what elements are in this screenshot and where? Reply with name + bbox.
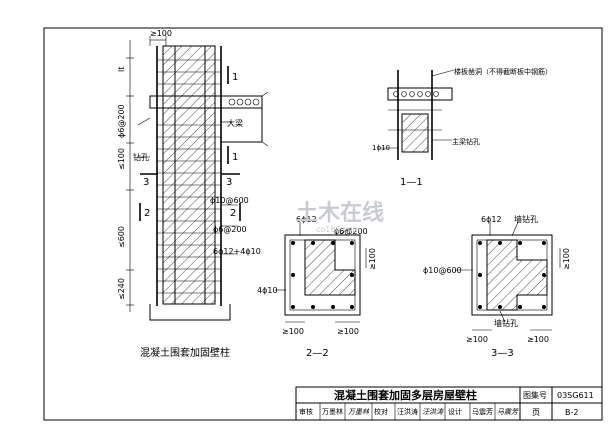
elev-top-dim: ≥100	[150, 29, 172, 38]
tb-reviewer-sig: 万墨林	[348, 408, 370, 416]
sec22-column-hatch	[304, 239, 356, 296]
elev-le600: ≤600	[117, 226, 126, 248]
elev-phi6-200b: ϕ6@200	[213, 225, 247, 234]
elevation-caption: 混凝土围套加固壁柱	[140, 346, 230, 359]
elev-lt: lt	[117, 67, 126, 72]
section-2-2: 6ϕ12 ϕ6@200 4ϕ10 ≥100 ≥100 ≥100 2—2	[257, 215, 377, 359]
watermark-url: co188.com	[316, 225, 360, 234]
tb-page-label: 页	[532, 408, 540, 417]
sec22-jacket	[284, 234, 361, 316]
section-1-1-caption: 1—1	[400, 177, 423, 188]
elev-sec-2a: 2	[144, 208, 150, 219]
tb-atlas-label: 图集号	[523, 390, 547, 400]
tb-reviewer-label: 审核	[299, 407, 313, 416]
title-block: 混凝土围套加固多层房屋壁柱 图集号 03SG611 审核 万墨林 万墨林 校对 …	[295, 386, 603, 421]
sec33-ge100-b: ≥100	[527, 335, 549, 344]
elev-sec-3a: 3	[143, 177, 149, 188]
tb-designer-label: 设计	[448, 407, 462, 416]
elev-6phi12-4phi10: 6ϕ12+4ϕ10	[213, 247, 261, 256]
sec33-ge100-a: ≥100	[466, 335, 488, 344]
sec22-4phi10: 4ϕ10	[257, 286, 278, 295]
elevation-foundation	[149, 304, 231, 321]
elev-sec-1b: 1	[232, 152, 238, 163]
elev-sec-2b: 2	[230, 208, 236, 219]
sec22-ge100-a: ≥100	[282, 327, 304, 336]
sec33-wall-hole-b: 墙钻孔	[494, 318, 518, 328]
elev-sec-3b: 3	[226, 177, 232, 188]
elevation-slab	[149, 95, 263, 109]
elev-anchor-hole: 钻孔	[133, 152, 149, 162]
elev-phi10-600: ϕ10@600	[210, 196, 249, 205]
sec11-1phi10: 1ϕ10	[372, 144, 390, 152]
elev-le100: ≤100	[117, 148, 126, 170]
elev-le240: ≤240	[117, 278, 126, 300]
elevation-beam	[220, 107, 263, 143]
sec11-main-hole: 主梁钻孔	[452, 137, 480, 146]
section-3-3: 6ϕ12 墙钻孔 ϕ10@600 墙钻孔 ≥100 ≥100 ≥100 3—3	[423, 214, 571, 359]
section-1-1: 楼板凿洞（不得截断板中钢筋） 主梁钻孔 1ϕ10 1—1	[372, 67, 552, 188]
tb-designer: 马震芳	[472, 407, 493, 416]
elevation-column-hatch	[162, 45, 216, 305]
sec33-column-hatch	[486, 239, 548, 311]
sec33-6phi12: 6ϕ12	[481, 215, 502, 224]
tb-checker-label: 校对	[374, 407, 388, 416]
tb-atlas-no: 03SG611	[557, 391, 594, 400]
tb-reviewer: 万墨林	[322, 407, 343, 416]
sec33-jacket	[471, 234, 553, 316]
sec33-wall-hole: 墙钻孔	[514, 214, 538, 224]
tb-checker: 汪洪涛	[397, 407, 418, 416]
sec22-ge100-c: ≥100	[368, 248, 377, 270]
sec33-ge100-c: ≥100	[562, 248, 571, 270]
elev-sec-1a: 1	[232, 72, 238, 83]
elev-phi6-200: ϕ6@200	[117, 104, 126, 138]
sec33-phi10-600: ϕ10@600	[423, 266, 462, 275]
watermark-brand: 土木在线	[296, 200, 384, 226]
section-1-1-beam	[401, 113, 429, 153]
tb-title: 混凝土围套加固多层房屋壁柱	[334, 388, 477, 402]
elev-beam: 大梁	[227, 118, 243, 128]
tb-checker-sig: 汪洪涛	[422, 408, 444, 416]
tb-page-no: B-2	[565, 408, 578, 417]
sec22-6phi12: 6ϕ12	[296, 215, 317, 224]
elevation-view: ≥100 lt ϕ6@200 ≤100 钻孔 大梁 ϕ10@600 ϕ6@200…	[117, 29, 269, 359]
sec22-ge100-b: ≥100	[337, 327, 359, 336]
sec22-phi6-200: ϕ6@200	[334, 227, 368, 236]
tb-designer-sig: 马震芳	[497, 408, 519, 416]
watermark: 土木在线 co188.com	[296, 200, 384, 234]
sec11-slab-hole: 楼板凿洞（不得截断板中钢筋）	[454, 67, 552, 76]
section-2-2-caption: 2—2	[306, 348, 329, 359]
section-3-3-caption: 3—3	[491, 348, 514, 359]
